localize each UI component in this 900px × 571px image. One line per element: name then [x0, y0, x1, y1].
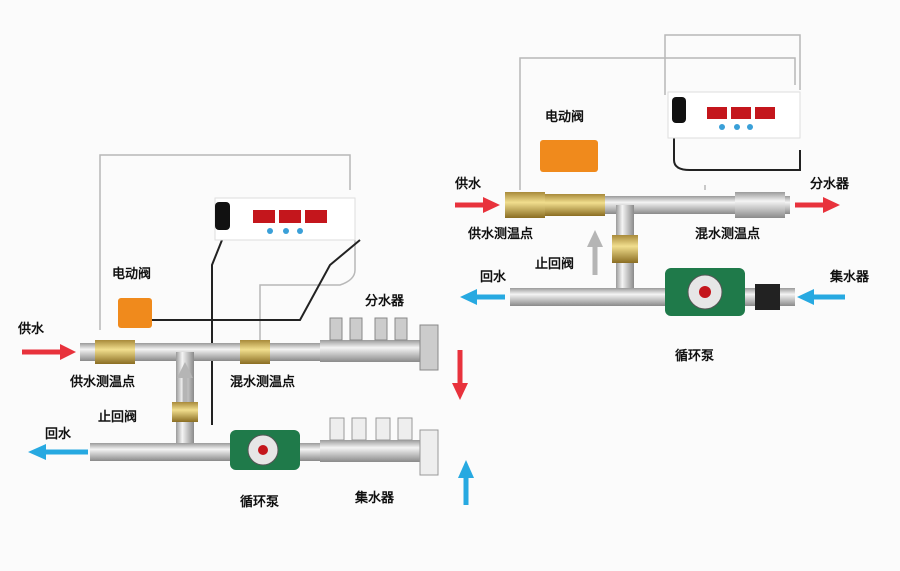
label-electric-valve: 电动阀: [545, 109, 584, 125]
label-check-valve: 止回阀: [98, 409, 137, 425]
temperature-controller: [214, 197, 356, 241]
pump-cable: [673, 115, 801, 171]
valve-cable: [150, 239, 361, 321]
circulation-pump: [665, 268, 745, 316]
distributor-out-arrow: [823, 197, 840, 213]
sensor-wire: [519, 34, 801, 190]
label-distributor: 分水器: [365, 293, 405, 309]
label-supply-water: 供水: [454, 176, 482, 192]
check-valve: [612, 235, 638, 263]
circulation-pump: [230, 430, 300, 470]
label-supply-temp-point: 供水测温点: [69, 374, 135, 390]
label-circulation-pump: 循环泵: [675, 348, 714, 364]
label-mixed-temp-point: 混水测温点: [695, 226, 760, 242]
supply-arrow: [483, 197, 500, 213]
supply-arrow: [60, 344, 76, 360]
label-supply-temp-point: 供水测温点: [467, 226, 533, 242]
flow-arrow: [177, 362, 193, 378]
collector-in-arrow: [458, 460, 474, 478]
label-collector: 集水器: [354, 490, 395, 506]
distributor-manifold: [320, 340, 420, 362]
return-arrow: [460, 289, 477, 305]
collector-manifold: [320, 440, 420, 462]
label-return-water: 回水: [480, 269, 507, 285]
check-valve: [172, 402, 198, 422]
return-pipe: [510, 288, 795, 306]
label-electric-valve: 电动阀: [112, 266, 151, 282]
return-arrow: [28, 444, 46, 460]
right-system: 电动阀 供水 分水器 供水测温点 混水测温点 止回阀 回水 集水器 循环泵: [454, 34, 870, 364]
label-check-valve: 止回阀: [535, 256, 574, 272]
collector-in-arrow: [797, 289, 814, 305]
label-distributor: 分水器: [810, 176, 850, 192]
distributor-out-arrow: [452, 383, 468, 400]
label-circulation-pump: 循环泵: [240, 494, 279, 510]
sensor-wire: [99, 154, 356, 345]
flow-arrow: [587, 230, 603, 247]
electric-valve-actuator: [118, 298, 152, 328]
label-return-water: 回水: [45, 426, 72, 442]
label-supply-water: 供水: [17, 321, 45, 337]
left-system: 电动阀 供水 供水测温点 混水测温点 分水器 止回阀 回水 循环泵 集水器: [17, 154, 474, 510]
supply-pipe: [80, 343, 340, 361]
label-mixed-temp-point: 混水测温点: [230, 374, 295, 390]
temperature-controller: [667, 91, 801, 139]
label-collector: 集水器: [829, 269, 870, 285]
electric-valve-actuator: [540, 140, 598, 172]
